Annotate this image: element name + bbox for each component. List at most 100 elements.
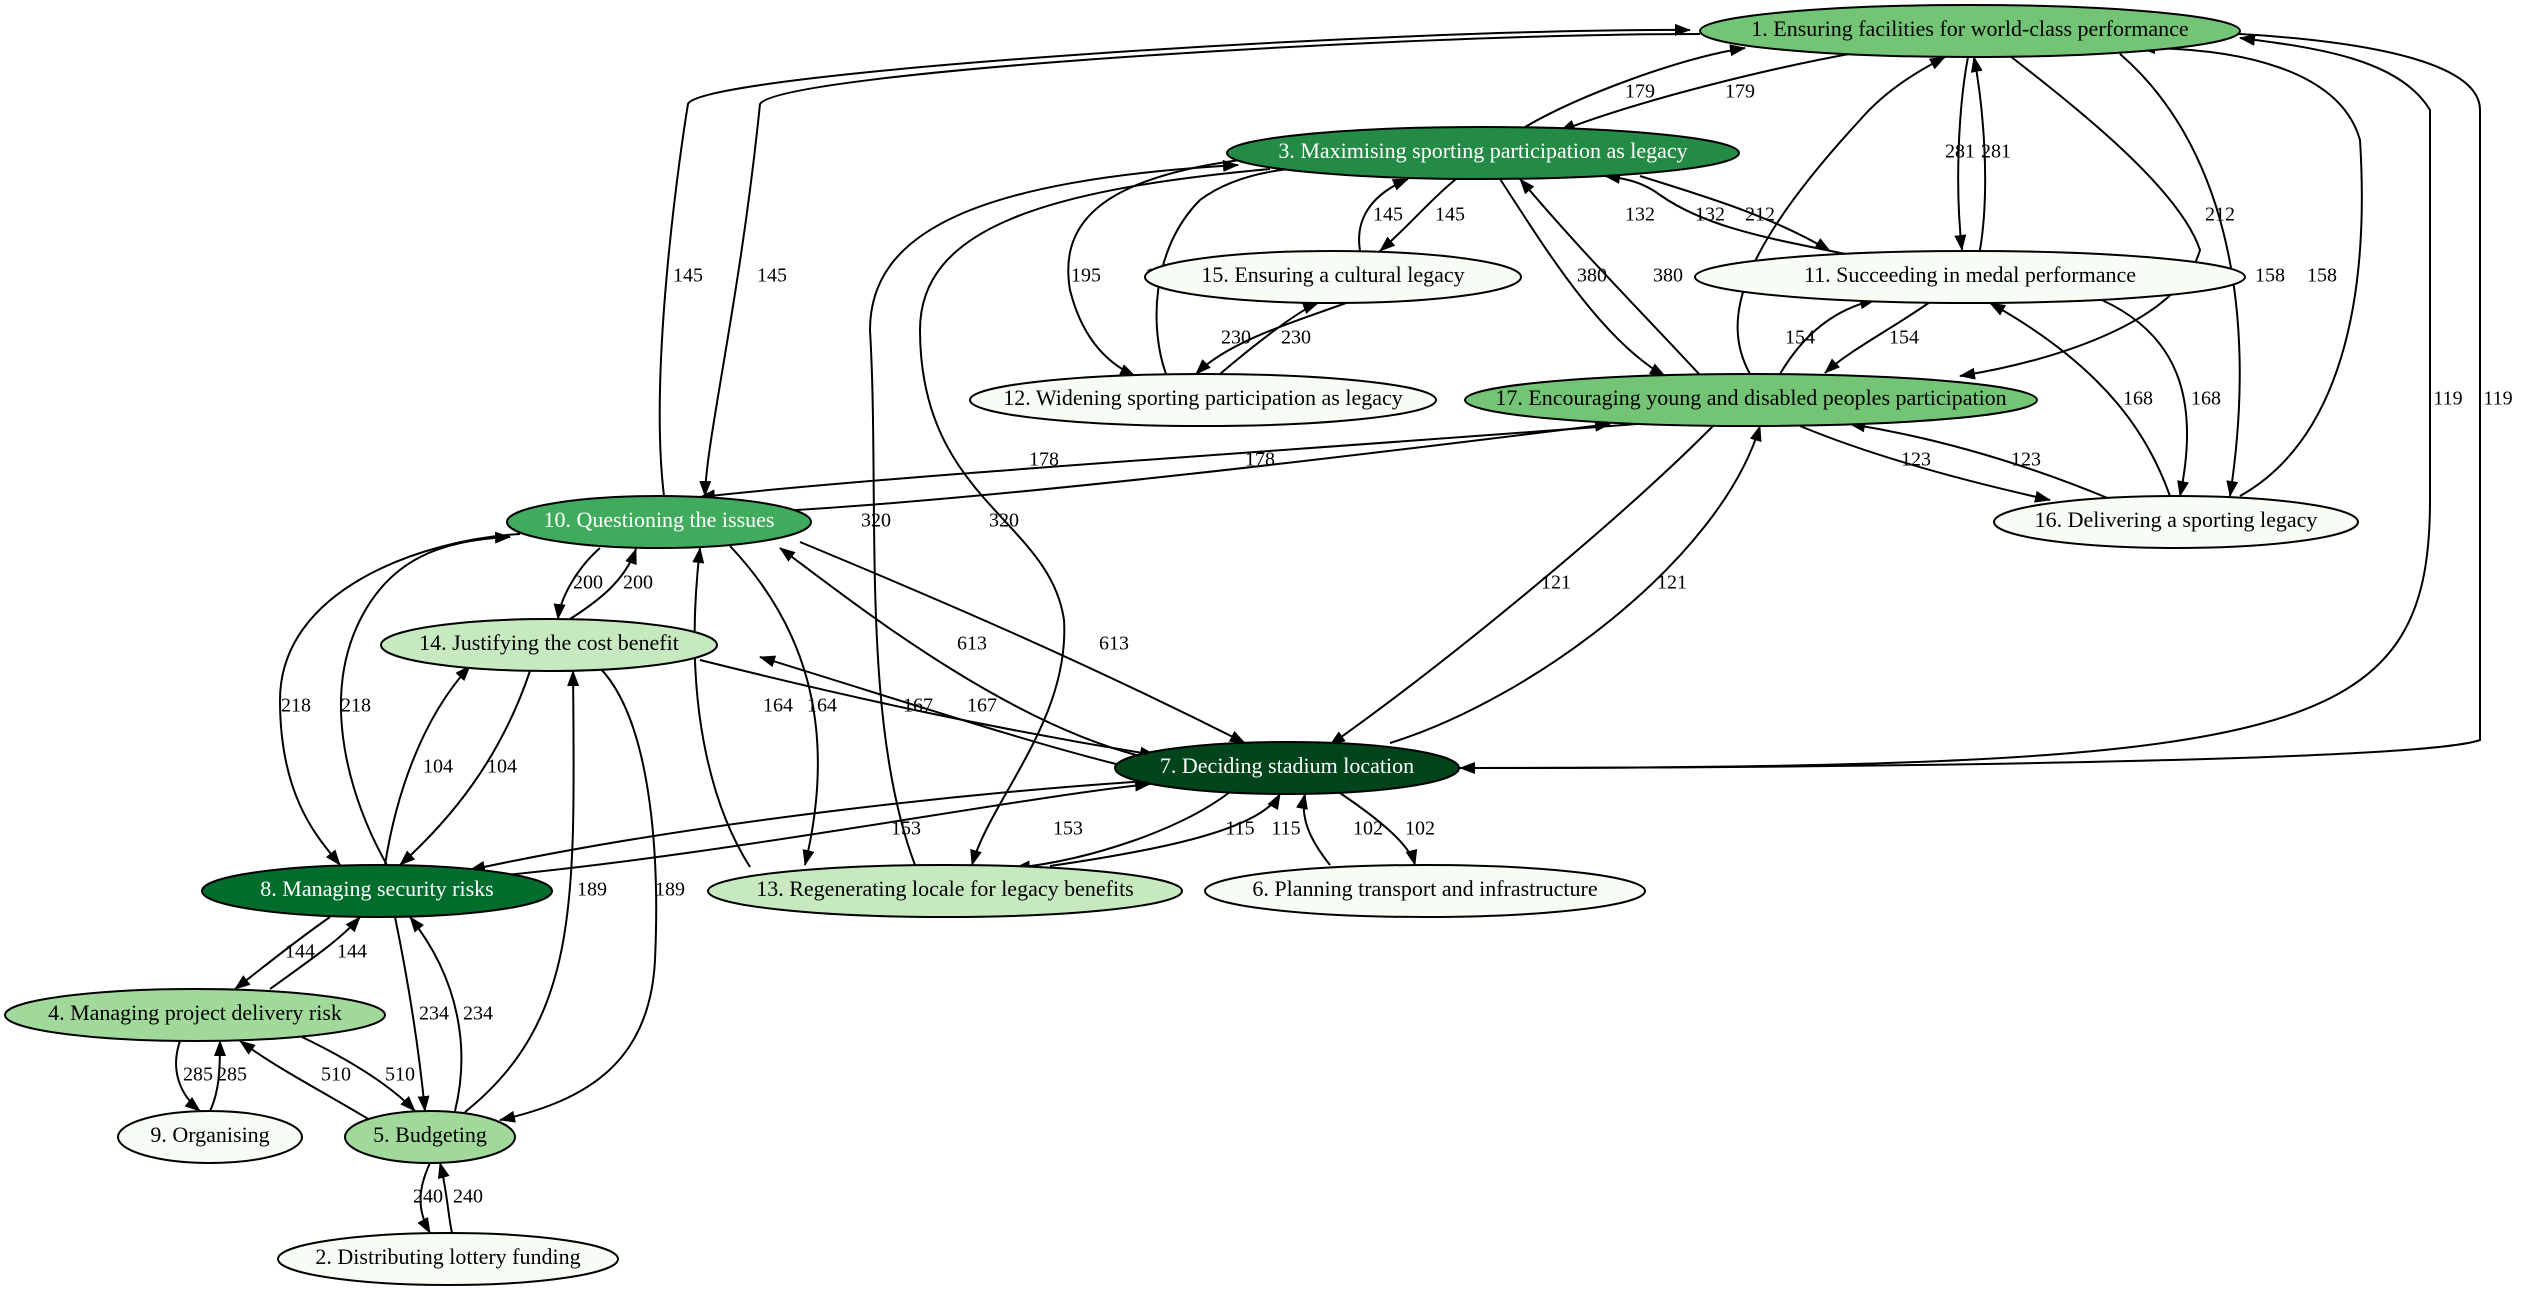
edge-weight-label: 145 <box>757 265 787 287</box>
edge-weight-label: 200 <box>573 572 603 594</box>
edge-n14-to-n8 <box>399 670 531 866</box>
edge-n7-to-n8 <box>469 780 1151 873</box>
edge-n11-to-n16 <box>2089 294 2189 497</box>
node-label: 3. Maximising sporting participation as … <box>1278 138 1687 163</box>
edge-weight-label: 115 <box>1225 818 1254 840</box>
edge-weight-label: 102 <box>1353 818 1383 840</box>
edge-n8-to-n7 <box>449 779 1151 881</box>
edge-n10-to-n7 <box>799 541 1246 744</box>
node-n7[interactable]: 7. Deciding stadium location <box>1114 741 1460 795</box>
node-ellipse[interactable] <box>969 373 1437 427</box>
edge-weight-label: 189 <box>577 879 607 901</box>
nodes-layer: 1. Ensuring facilities for world-class p… <box>4 4 2359 1286</box>
node-n16[interactable]: 16. Delivering a sporting legacy <box>1993 495 2359 549</box>
node-n2[interactable]: 2. Distributing lottery funding <box>277 1232 619 1286</box>
edge-n1-to-n7 <box>1459 31 2482 774</box>
edge-n7-to-n1 <box>1459 33 2432 769</box>
edge-n15-to-n12 <box>1195 302 1347 375</box>
node-label: 2. Distributing lottery funding <box>315 1244 580 1269</box>
node-n4[interactable]: 4. Managing project delivery risk <box>4 988 386 1042</box>
edge-n13-to-n10 <box>692 547 751 868</box>
node-ellipse[interactable] <box>380 618 718 672</box>
edge-n17-to-n10 <box>699 422 1651 502</box>
node-ellipse[interactable] <box>506 495 812 549</box>
edge-weight-label: 281 <box>1981 141 2011 163</box>
edge-n3-to-n12 <box>1067 159 1241 377</box>
node-label: 8. Managing security risks <box>260 876 493 901</box>
edge-n3-to-n17 <box>1499 178 1666 377</box>
node-ellipse[interactable] <box>4 988 386 1042</box>
edge-weight-label: 104 <box>423 756 453 778</box>
edge-weight-label: 380 <box>1653 265 1683 287</box>
node-label: 9. Organising <box>150 1122 269 1147</box>
node-n12[interactable]: 12. Widening sporting participation as l… <box>969 373 1437 427</box>
edge-weight-label: 234 <box>463 1003 493 1025</box>
node-n9[interactable]: 9. Organising <box>117 1110 303 1164</box>
node-ellipse[interactable] <box>1204 864 1646 918</box>
node-ellipse[interactable] <box>277 1232 619 1286</box>
node-ellipse[interactable] <box>707 864 1183 918</box>
edge-n11-to-n3 <box>1604 172 1851 256</box>
edge-weight-label: 153 <box>1053 818 1083 840</box>
node-ellipse[interactable] <box>201 864 553 918</box>
node-n15[interactable]: 15. Ensuring a cultural legacy <box>1144 250 1522 304</box>
edge-weight-label: 178 <box>1029 449 1059 471</box>
node-n3[interactable]: 3. Maximising sporting participation as … <box>1226 126 1740 180</box>
node-ellipse[interactable] <box>1993 495 2359 549</box>
node-label: 10. Questioning the issues <box>544 507 775 532</box>
edge-n8-to-n14 <box>384 665 471 866</box>
node-ellipse[interactable] <box>117 1110 303 1164</box>
node-ellipse[interactable] <box>344 1110 516 1164</box>
node-ellipse[interactable] <box>1464 373 2038 427</box>
node-n14[interactable]: 14. Justifying the cost benefit <box>380 618 718 672</box>
edge-weight-label: 158 <box>2307 265 2337 287</box>
node-n1[interactable]: 1. Ensuring facilities for world-class p… <box>1699 4 2241 58</box>
node-label: 16. Delivering a sporting legacy <box>2035 507 2318 532</box>
edge-n11-to-n1 <box>1970 56 1987 251</box>
edge-weight-label: 167 <box>967 695 997 717</box>
edge-weight-label: 200 <box>623 572 653 594</box>
node-n11[interactable]: 11. Succeeding in medal performance <box>1694 250 2246 304</box>
edge-weight-label: 285 <box>217 1064 247 1086</box>
edge-weight-label: 153 <box>891 818 921 840</box>
edge-weight-label: 115 <box>1271 818 1300 840</box>
edge-weight-label: 218 <box>341 695 371 717</box>
node-n17[interactable]: 17. Encouraging young and disabled peopl… <box>1464 373 2038 427</box>
edge-weight-label: 195 <box>1071 265 1101 287</box>
edge-n4-to-n8 <box>269 916 361 990</box>
edge-n2-to-n5 <box>437 1162 453 1234</box>
edge-n5-to-n8 <box>409 916 463 1112</box>
edge-n3-to-n11 <box>1639 175 1831 252</box>
edge-weight-label: 168 <box>2191 388 2221 410</box>
node-ellipse[interactable] <box>1699 4 2241 58</box>
edge-n14-to-n10 <box>569 548 637 620</box>
node-ellipse[interactable] <box>1694 250 2246 304</box>
edge-n1-to-n17 <box>1959 55 2202 380</box>
node-label: 7. Deciding stadium location <box>1160 753 1414 778</box>
edge-n9-to-n4 <box>209 1040 226 1112</box>
edge-weight-label: 281 <box>1945 141 1975 163</box>
edge-weight-label: 144 <box>337 941 367 963</box>
edge-weight-label: 240 <box>453 1186 483 1208</box>
node-n10[interactable]: 10. Questioning the issues <box>506 495 812 549</box>
edge-weight-label: 121 <box>1541 572 1571 594</box>
edge-n17-to-n1 <box>1736 56 1946 375</box>
edge-weight-label: 132 <box>1695 204 1725 226</box>
edge-weight-label: 164 <box>807 695 837 717</box>
edge-weight-label: 145 <box>1435 204 1465 226</box>
edge-weight-label: 119 <box>2483 388 2512 410</box>
edge-weight-label: 102 <box>1405 818 1435 840</box>
node-n13[interactable]: 13. Regenerating locale for legacy benef… <box>707 864 1183 918</box>
node-label: 1. Ensuring facilities for world-class p… <box>1751 16 2188 41</box>
node-n6[interactable]: 6. Planning transport and infrastructure <box>1204 864 1646 918</box>
edge-n16-to-n11 <box>1989 302 2171 497</box>
node-ellipse[interactable] <box>1114 741 1460 795</box>
node-n8[interactable]: 8. Managing security risks <box>201 864 553 918</box>
node-ellipse[interactable] <box>1144 250 1522 304</box>
edge-weight-label: 613 <box>957 633 987 655</box>
node-label: 12. Widening sporting participation as l… <box>1003 385 1403 410</box>
node-ellipse[interactable] <box>1226 126 1740 180</box>
node-n5[interactable]: 5. Budgeting <box>344 1110 516 1164</box>
edge-weight-label: 230 <box>1221 327 1251 349</box>
